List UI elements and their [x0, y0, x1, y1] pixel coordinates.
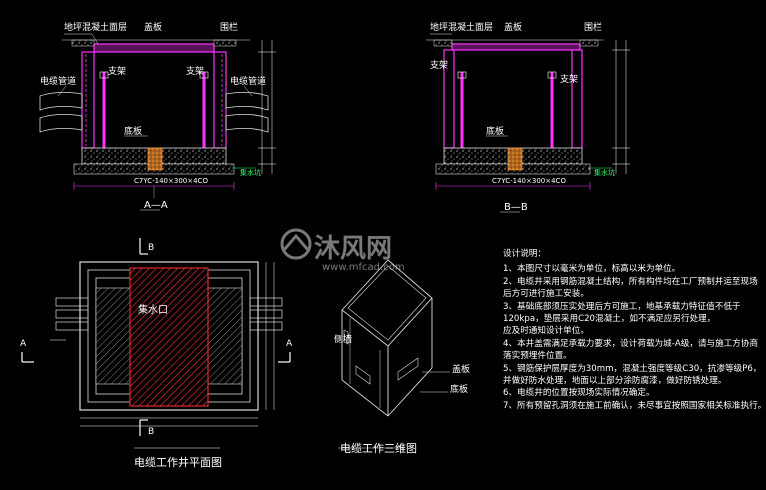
- notes-line: 并做好防水处理，地面以上部分涂防腐漆，做好防锈处理。: [503, 376, 727, 387]
- plan-label-sump: 集水口: [138, 305, 168, 316]
- aa-label-bracket-left: 支架: [108, 67, 127, 77]
- cad-drawing: [21, 33, 630, 449]
- notes-line: 7、所有预留孔洞须在施工前确认，未尽事宜按照国家相关标准执行。: [503, 400, 766, 411]
- aa-label-floor: 底板: [124, 127, 143, 137]
- aa-title: A—A: [144, 200, 168, 211]
- aa-label-drain: 集水坑: [240, 169, 261, 177]
- aa-label-pipe-right: 电缆管道: [230, 77, 267, 87]
- bb-label-cover: 盖板: [504, 23, 523, 33]
- plan-view: [21, 238, 291, 449]
- aa-label-bracket-right: 支架: [186, 67, 205, 77]
- notes-line: 5、钢筋保护层厚度为30mm，混凝土强度等级C30，抗渗等级P6，: [503, 363, 762, 374]
- section-aa: [39, 33, 276, 211]
- notes-line: 6、电缆井的位置按现场实际情况确定。: [503, 388, 655, 399]
- aa-pipe-right-2: [225, 114, 269, 133]
- bb-label-ground: 地坪混凝土面层: [430, 23, 494, 33]
- bb-sump: [507, 147, 523, 171]
- iso-label-wall: 侧墙: [334, 335, 353, 345]
- aa-wall-right: [213, 51, 227, 149]
- watermark-brand: 沐风网: [314, 234, 393, 264]
- aa-pipe-right-1: [225, 92, 269, 111]
- aa-label-fence: 围栏: [220, 23, 239, 33]
- aa-label-pipe-left: 电缆管道: [40, 77, 77, 87]
- notes-line: 1、本图尺寸以毫米为单位，标高以米为单位。: [503, 264, 681, 275]
- bb-wall-right: [571, 49, 583, 149]
- plan-outer-wall: [79, 261, 259, 411]
- aa-sump: [147, 147, 163, 171]
- notes-line: 2、电缆井采用钢筋混凝土结构，所有构件均在工厂预制并运至现场: [503, 276, 758, 287]
- iso-label-bottom: 底板: [450, 385, 469, 395]
- aa-label-ground: 地坪混凝土面层: [64, 23, 128, 33]
- bb-title: B—B: [504, 202, 528, 213]
- plan-marker-b-bottom: B: [148, 427, 155, 437]
- iso-title: 电缆工作三维图: [340, 442, 417, 455]
- aa-pipe-left-1: [39, 92, 83, 111]
- notes-line: 后方可进行施工安装。: [503, 289, 589, 300]
- plan-marker-a-right: A: [286, 339, 293, 349]
- notes-heading: 设计说明：: [503, 249, 546, 259]
- notes-line: 120kpa，垫层采用C20混凝土，如不满足应另行处理，: [503, 314, 716, 325]
- plan-sump-zone: [129, 267, 209, 407]
- notes-line: 3、基础底部须压实处理后方可施工，地基承载力特征值不低于: [503, 301, 741, 312]
- bb-label-floor: 底板: [486, 127, 505, 137]
- bb-label-drain: 集水坑: [594, 169, 615, 177]
- watermark-url: www.mfcad.com: [322, 262, 405, 273]
- aa-label-cover: 盖板: [144, 23, 163, 33]
- plan-marker-a-left: A: [20, 339, 27, 349]
- aa-pipe-left-2: [39, 114, 83, 133]
- bb-label-fence: 围栏: [584, 23, 603, 33]
- aa-ground-left: [71, 39, 95, 47]
- aa-label-material: C7YC-140×300×4CO: [134, 177, 208, 185]
- bb-label-bracket-right: 支架: [560, 75, 579, 85]
- notes-line: 落实预埋件位置。: [503, 351, 572, 362]
- aa-ground-right: [213, 39, 237, 47]
- design-notes: 设计说明： 1、本图尺寸以毫米为单位，标高以米为单位。 2、电缆井采用钢筋混凝土…: [503, 248, 766, 412]
- watermark-logo-icon: [280, 228, 312, 260]
- notes-line: 应及时通知设计单位。: [503, 326, 589, 337]
- iso-label-cover: 盖板: [452, 365, 471, 375]
- bb-label-bracket-left: 支架: [430, 61, 449, 71]
- notes-line: 4、本井盖需满足承载力要求，设计荷载为城-A级，请与施工方协商: [503, 338, 759, 349]
- bb-label-material: C7YC-140×300×4CO: [492, 177, 566, 185]
- plan-marker-b-top: B: [148, 243, 155, 253]
- aa-wall-left: [81, 51, 95, 149]
- section-bb: [426, 33, 630, 213]
- bb-cover-slab: [451, 43, 581, 51]
- drawing-canvas: { "section_aa": { "title": "A—A", "label…: [20, 23, 766, 469]
- plan-title: 电缆工作井平面图: [134, 456, 222, 469]
- aa-cover-slab: [93, 43, 215, 53]
- isometric-view: [338, 259, 450, 449]
